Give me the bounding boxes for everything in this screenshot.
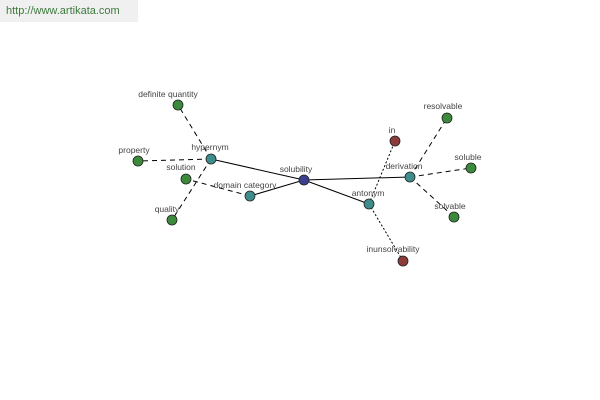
node-in[interactable]: in	[389, 125, 401, 147]
node-label-solubility: solubility	[280, 164, 313, 174]
node-domain-category[interactable]: domain category	[214, 180, 278, 202]
node-label-derivation: derivation	[386, 161, 423, 171]
node-quality[interactable]: quality	[155, 204, 180, 226]
node-antonym[interactable]: antonym	[352, 188, 385, 210]
node-label-inunsolvability: inunsolvability	[367, 244, 421, 254]
node-label-resolvable: resolvable	[424, 101, 463, 111]
node-label-property: property	[118, 145, 150, 155]
edge-hypernym-quality	[171, 158, 212, 221]
node-label-definite-quantity: definite quantity	[138, 89, 198, 99]
node-dot-in[interactable]	[389, 135, 401, 147]
node-dot-hypernym[interactable]	[205, 153, 217, 165]
node-dot-definite-quantity[interactable]	[172, 99, 184, 111]
node-dot-antonym[interactable]	[363, 198, 375, 210]
edge-derivation-resolvable	[409, 117, 448, 178]
node-label-solvable: solvable	[434, 201, 465, 211]
edge-hypernym-property	[137, 158, 212, 162]
nodes-layer: solubility hypernym domain category derivat…	[118, 89, 482, 267]
node-dot-solution[interactable]	[180, 173, 192, 185]
node-dot-soluble[interactable]	[465, 162, 477, 174]
edge-solubility-derivation	[303, 176, 411, 181]
node-inunsolvability[interactable]: inunsolvability	[367, 244, 421, 267]
edge-derivation-solvable	[409, 176, 455, 218]
edge-derivation-soluble	[409, 167, 472, 178]
edges-layer	[137, 104, 472, 262]
edge-antonym-inunsolvability	[368, 203, 404, 262]
node-solution[interactable]: solution	[166, 162, 196, 185]
node-dot-resolvable[interactable]	[441, 112, 453, 124]
node-dot-solvable[interactable]	[448, 211, 460, 223]
edge-domain-category-solution	[185, 178, 251, 197]
node-dot-domain-category[interactable]	[244, 190, 256, 202]
edge-antonym-in	[368, 140, 396, 205]
node-resolvable[interactable]: resolvable	[424, 101, 463, 124]
edge-solubility-hypernym	[210, 158, 305, 181]
node-dot-derivation[interactable]	[404, 171, 416, 183]
edge-solubility-antonym	[303, 179, 370, 205]
edge-hypernym-definite-quantity	[177, 104, 212, 160]
node-label-antonym: antonym	[352, 188, 385, 198]
node-dot-inunsolvability[interactable]	[397, 255, 409, 267]
node-hypernym[interactable]: hypernym	[191, 142, 229, 165]
source-url-link[interactable]: http://www.artikata.com	[0, 0, 138, 22]
node-derivation[interactable]: derivation	[386, 161, 423, 183]
node-label-hypernym: hypernym	[191, 142, 228, 152]
node-dot-solubility[interactable]	[298, 174, 310, 186]
node-solvable[interactable]: solvable	[434, 201, 466, 223]
node-dot-property[interactable]	[132, 155, 144, 167]
node-property[interactable]: property	[118, 145, 150, 167]
node-label-quality: quality	[155, 204, 180, 214]
node-label-in: in	[389, 125, 396, 135]
edge-solubility-domain-category	[249, 179, 305, 197]
node-solubility[interactable]: solubility	[280, 164, 313, 186]
node-definite-quantity[interactable]: definite quantity	[138, 89, 199, 111]
node-soluble[interactable]: soluble	[455, 152, 482, 174]
node-label-soluble: soluble	[455, 152, 482, 162]
node-label-domain-category: domain category	[214, 180, 278, 190]
node-label-solution: solution	[166, 162, 196, 172]
node-dot-quality[interactable]	[166, 214, 178, 226]
